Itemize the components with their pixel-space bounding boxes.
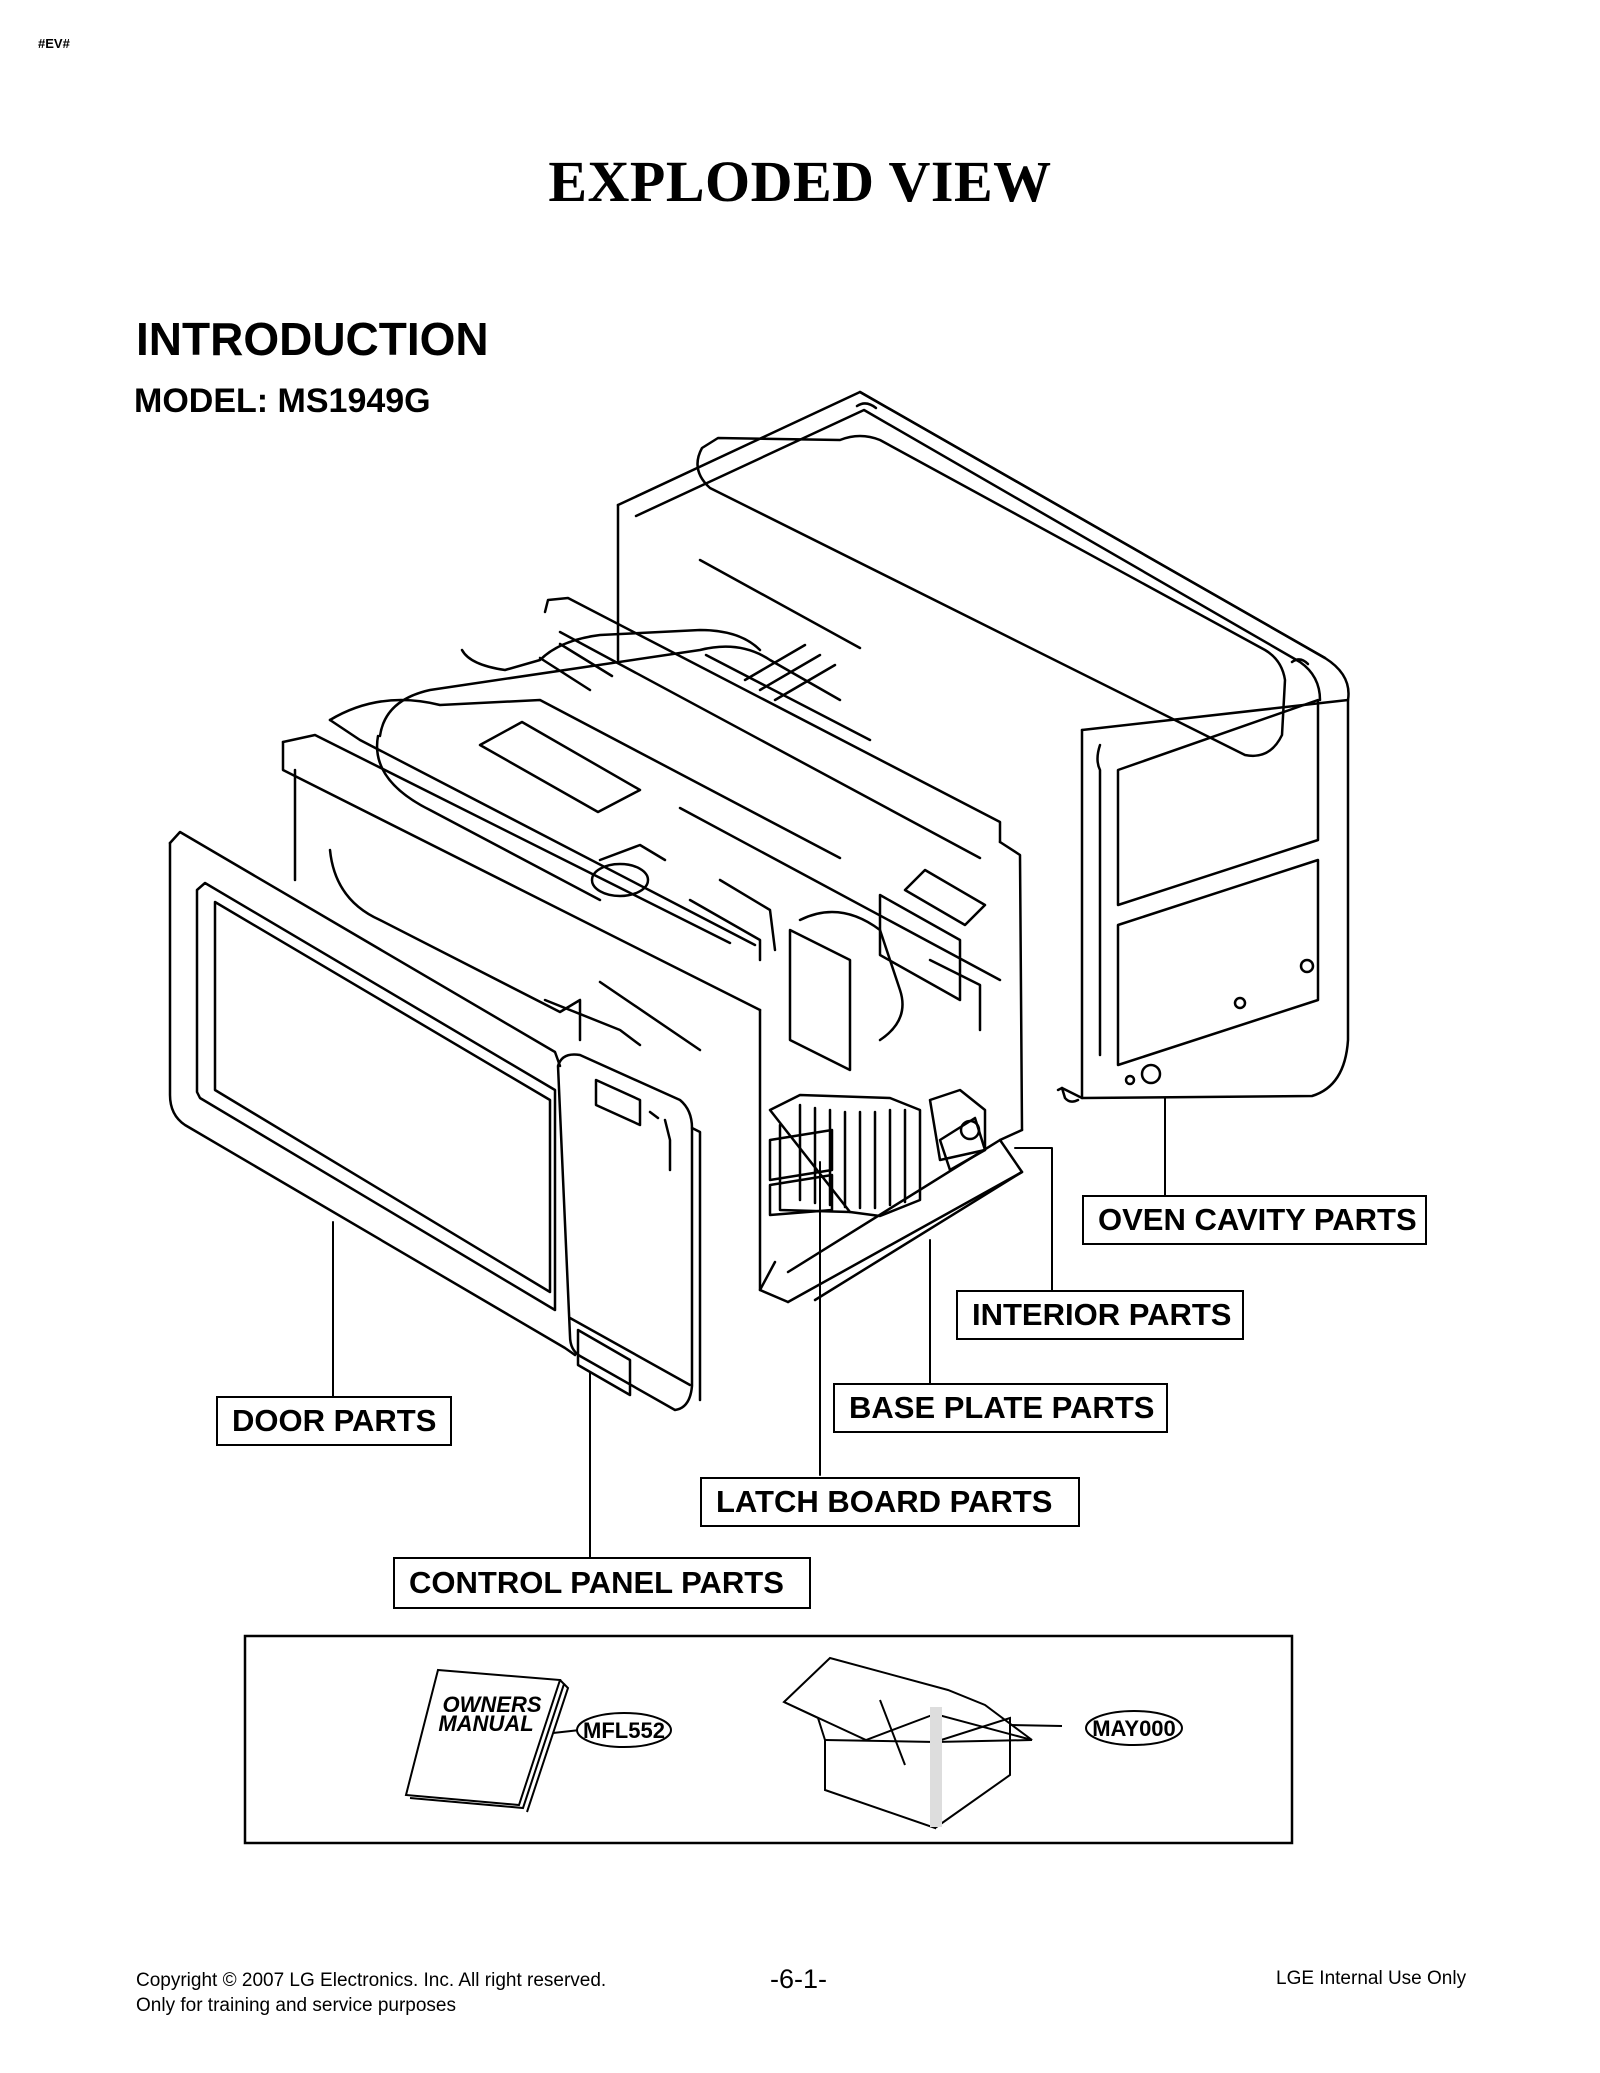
- model-number: MODEL: MS1949G: [134, 382, 431, 420]
- latch-board-parts-text: LATCH BOARD PARTS: [716, 1484, 1053, 1519]
- footer-internal-notice: LGE Internal Use Only: [1276, 1968, 1467, 1989]
- base-plate-parts-label[interactable]: BASE PLATE PARTS: [833, 1383, 1168, 1433]
- control-panel-parts-label[interactable]: CONTROL PANEL PARTS: [393, 1557, 811, 1609]
- latch-board-parts-label[interactable]: LATCH BOARD PARTS: [700, 1477, 1080, 1527]
- control-panel-parts-text: CONTROL PANEL PARTS: [409, 1565, 784, 1600]
- door-parts-label[interactable]: DOOR PARTS: [216, 1396, 452, 1446]
- section-heading: INTRODUCTION: [136, 313, 489, 365]
- oven-cavity-parts-label[interactable]: OVEN CAVITY PARTS: [1082, 1195, 1427, 1245]
- chassis-illustration: [281, 596, 1024, 1304]
- footer-copyright: Copyright © 2007 LG Electronics. Inc. Al…: [136, 1970, 607, 1991]
- footer-copyright-block: Copyright © 2007 LG Electronics. Inc. Al…: [136, 1968, 606, 2018]
- document-tag: #EV#: [38, 36, 70, 51]
- door-parts-text: DOOR PARTS: [232, 1403, 437, 1438]
- callout-leader-lines: [332, 1097, 1166, 1558]
- base-plate-parts-text: BASE PLATE PARTS: [849, 1390, 1155, 1425]
- shipping-box-illustration: [782, 1656, 1063, 1830]
- interior-parts-label[interactable]: INTERIOR PARTS: [956, 1290, 1244, 1340]
- page-title: EXPLODED VIEW: [548, 149, 1052, 214]
- manual-part-code: MFL552: [583, 1718, 665, 1743]
- oven-cavity-parts-text: OVEN CAVITY PARTS: [1098, 1202, 1417, 1237]
- box-part-code: MAY000: [1092, 1716, 1176, 1741]
- page-number: -6-1-: [770, 1964, 828, 1994]
- manual-title-line2: MANUAL: [438, 1711, 533, 1736]
- door-illustration: [168, 830, 702, 1412]
- manual-title-line1: OWNERS: [443, 1692, 542, 1717]
- accessory-panel: OWNERS MANUAL MFL552 MAY000: [243, 1634, 1294, 1845]
- transformer-illustration: [768, 1093, 987, 1218]
- owners-manual-illustration: [404, 1668, 570, 1813]
- interior-parts-text: INTERIOR PARTS: [972, 1297, 1232, 1332]
- footer-purpose: Only for training and service purposes: [136, 1995, 456, 2016]
- outer-cabinet-illustration: [616, 390, 1350, 1103]
